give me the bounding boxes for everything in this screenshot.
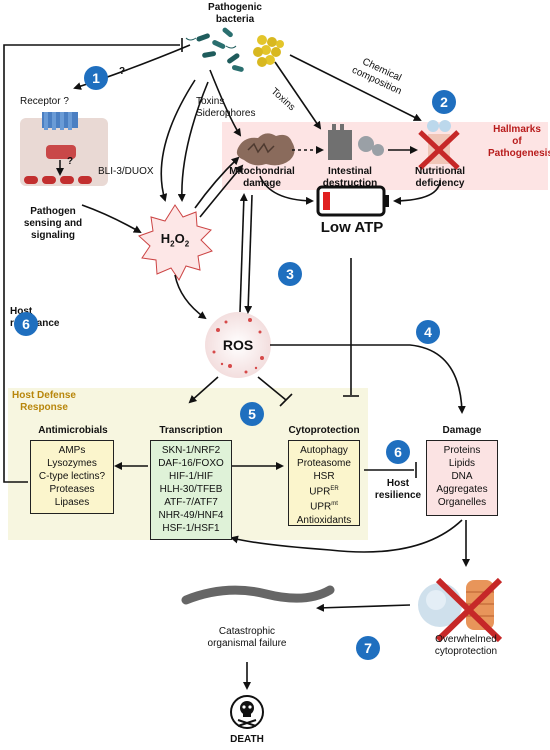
upr-mt-item: UPRmt (310, 501, 338, 513)
cytoprotection-header: Cytoprotection (288, 425, 360, 436)
pathogen-sensing-label: Pathogen sensing and signaling (23, 206, 83, 241)
ros-label: ROS (222, 337, 254, 353)
bli-duox-label: BLI-3/DUOX (98, 166, 154, 177)
step-badge-2: 2 (432, 90, 456, 114)
toxins-siderophores-label: Toxins Siderophores (196, 96, 256, 119)
step-badge-6-resilience: 6 (386, 440, 410, 464)
step-badge-7: 7 (356, 636, 380, 660)
transcription-header: Transcription (159, 425, 223, 436)
nutrition-cross-icon (418, 120, 460, 170)
step-badge-3: 3 (278, 262, 302, 286)
transcription-factor: DAF-16/FOXO (158, 458, 224, 469)
intestinal-cells-icon (328, 124, 384, 160)
transcription-factor: HIF-1/HIF (169, 471, 213, 482)
intestinal-destruction-label: Intestinal destruction (322, 166, 378, 189)
receptor-cell-icon (20, 112, 108, 186)
step-badge-5: 5 (240, 402, 264, 426)
question-mark-2: ? (66, 156, 74, 167)
damage-box: Proteins Lipids DNA Aggregates Organelle… (426, 440, 498, 516)
cytoprotection-box: Autophagy Proteasome HSR UPRER UPRmt Ant… (288, 440, 360, 526)
transcription-factor: HLH-30/TFEB (159, 484, 223, 495)
damage-header: Damage (442, 425, 482, 436)
cytoprotection-item: Antioxidants (296, 514, 352, 526)
damage-item: DNA (451, 471, 473, 482)
catastrophic-failure-label: Catastrophic organismal failure (207, 626, 287, 649)
antimicrobials-header: Antimicrobials (38, 425, 108, 436)
damage-item: Proteins (443, 445, 481, 456)
antimicrobial-item: C-type lectins? (38, 471, 106, 482)
h2o2-label: H2O2 (160, 231, 190, 249)
cytoprotection-item: Autophagy (300, 445, 348, 456)
hallmarks-label: Hallmarks of Pathogenesis (488, 124, 550, 159)
host-resilience-label: Host resilience (374, 478, 422, 501)
damage-item: Aggregates (436, 484, 488, 495)
worm-icon (181, 585, 335, 605)
transcription-factor: SKN-1/NRF2 (161, 445, 221, 456)
antimicrobial-item: Lysozymes (47, 458, 97, 469)
transcription-factor: HSF-1/HSF1 (162, 523, 220, 534)
receptor-label: Receptor ? (20, 96, 69, 107)
damage-item: Organelles (437, 497, 487, 508)
mitochondrial-damage-label: Mitochondrial damage (229, 166, 295, 189)
h2o2-starburst (138, 204, 213, 281)
cytoprotection-item: HSR (313, 471, 335, 482)
death-label: DEATH (230, 734, 264, 745)
mitochondria-icon (236, 133, 295, 166)
nutritional-deficiency-label: Nutritional deficiency (415, 166, 465, 189)
step-badge-6-resistance: 6 (14, 312, 38, 336)
antimicrobial-item: Lipases (54, 497, 90, 508)
low-atp-label: Low ATP (320, 219, 384, 236)
cytoprotection-item: Proteasome (297, 458, 351, 469)
overwhelmed-label: Overwhelmed cytoprotection (434, 634, 498, 657)
battery-icon (316, 185, 389, 217)
arrows (3, 38, 470, 690)
overwhelmed-cell-icon (418, 577, 503, 643)
antimicrobials-box: AMPs Lysozymes C-type lectins? Proteases… (30, 440, 114, 514)
pathogenic-bacteria-label: Pathogenic bacteria (208, 2, 262, 25)
transcription-factor: ATF-7/ATF7 (164, 497, 218, 508)
transcription-factor: NHR-49/HNF4 (158, 510, 224, 521)
step-badge-1: 1 (84, 66, 108, 90)
skull-icon (230, 695, 264, 729)
damage-item: Lipids (448, 458, 476, 469)
step-badge-4: 4 (416, 320, 440, 344)
question-mark-1: ? (118, 66, 126, 77)
upr-er-item: UPRER (309, 486, 339, 498)
ros-cloud (205, 312, 271, 378)
transcription-box: SKN-1/NRF2 DAF-16/FOXO HIF-1/HIF HLH-30/… (150, 440, 232, 540)
bacteria-icon (185, 27, 284, 72)
antimicrobial-item: Proteases (49, 484, 95, 495)
antimicrobial-item: AMPs (58, 445, 86, 456)
host-defense-label: Host Defense Response (12, 390, 76, 413)
